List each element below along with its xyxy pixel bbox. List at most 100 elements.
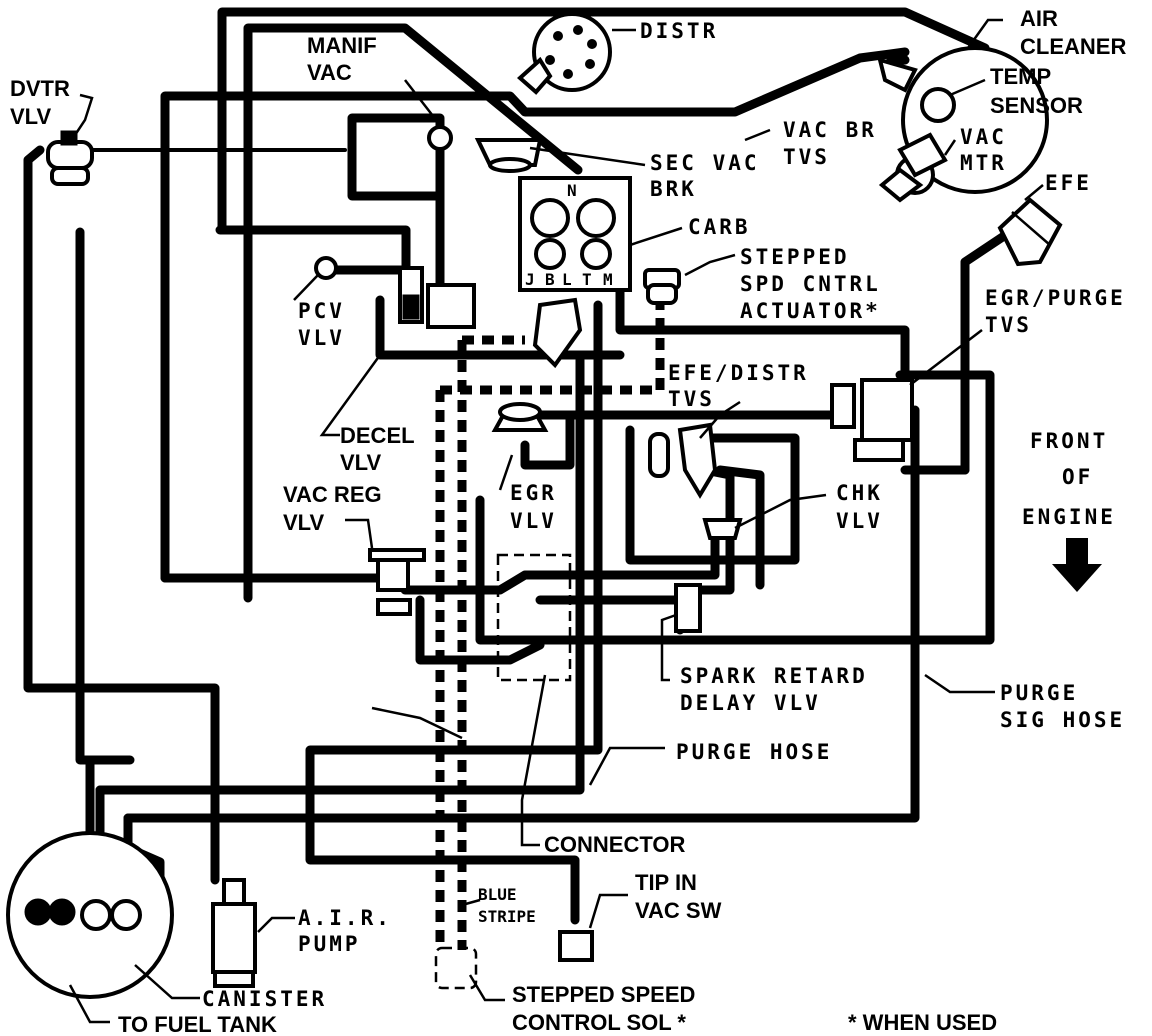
label-blue-stripe-1: BLUE <box>478 885 517 904</box>
tip-in-vac-sw-icon <box>558 930 594 962</box>
label-stepped-spd-2: SPD CNTRL <box>740 272 881 296</box>
label-egr-vlv-2: VLV <box>510 509 557 533</box>
hose-chk-inner <box>715 465 765 590</box>
stepped-speed-control-sol-icon <box>434 946 478 990</box>
label-temp-sensor-1: TEMP <box>990 64 1051 89</box>
hose-egr-purge-tvs <box>615 285 910 385</box>
manif-vac-fitting-icon <box>427 125 453 151</box>
label-egr-purge-2: TVS <box>985 313 1032 337</box>
label-vac-reg-2: VLV <box>283 510 324 535</box>
hose-top-to-vac-br <box>160 47 910 583</box>
chk-valve-icon <box>648 422 743 540</box>
label-air-cleaner-2: CLEANER <box>1020 34 1126 59</box>
hose-vac-reg-out <box>400 535 720 595</box>
label-vac-mtr-2: MTR <box>960 151 1007 175</box>
hose-manif-box <box>347 113 445 201</box>
label-sec-vac-1: SEC VAC <box>650 151 760 175</box>
hose-efe-line <box>960 227 1015 475</box>
label-to-fuel-tank: TO FUEL TANK <box>118 1012 277 1036</box>
label-spark-retard-1: SPARK RETARD <box>680 664 868 688</box>
label-dvtr-1: DVTR <box>10 76 70 101</box>
label-pcv-2: VLV <box>298 326 345 350</box>
label-sec-vac-2: BRK <box>650 177 697 201</box>
label-egr-purge-1: EGR/PURGE <box>985 286 1126 310</box>
egr-valve-icon <box>491 402 549 432</box>
label-stepped-spd-1: STEPPED <box>740 245 850 269</box>
hose-dvtr-left <box>23 145 220 885</box>
carb-port-j: J <box>525 270 535 289</box>
hose-pcv-loop <box>215 225 411 275</box>
front-of-engine-arrow-icon <box>1052 538 1102 592</box>
air-pump-icon <box>211 878 257 988</box>
carb-port-m: M <box>603 270 613 289</box>
label-air-cleaner-1: AIR <box>1020 6 1058 31</box>
label-vac-reg-1: VAC REG <box>283 482 382 507</box>
label-front-3: ENGINE <box>1022 505 1116 529</box>
carb-port-l: L <box>562 270 572 289</box>
label-spark-retard-2: DELAY VLV <box>680 691 821 715</box>
efe-distr-tvs-icon <box>830 378 914 462</box>
label-when-used: * WHEN USED <box>848 1010 997 1035</box>
label-air-pump-2: PUMP <box>298 932 361 956</box>
label-carb: CARB <box>688 215 751 239</box>
vacuum-hoses <box>23 7 1015 925</box>
connector-box <box>496 553 572 682</box>
label-temp-sensor-2: SENSOR <box>990 93 1083 118</box>
label-stepped-sol-2: CONTROL SOL * <box>512 1010 686 1035</box>
stepped-spd-actuator-icon <box>643 268 681 305</box>
label-vac-br-1: VAC BR <box>783 118 877 142</box>
label-connector: CONNECTOR <box>544 832 685 857</box>
labels: DVTR VLV MANIF VAC DISTR AIR CLEANER TEM… <box>10 6 1126 1036</box>
label-manif-2: VAC <box>307 60 352 85</box>
air-cleaner-icon <box>877 46 1049 203</box>
efe-icon <box>997 197 1063 267</box>
label-chk-vlv-2: VLV <box>836 509 883 533</box>
label-purge-sig-1: PURGE <box>1000 681 1078 705</box>
label-decel-1: DECEL <box>340 423 415 448</box>
hose-left-to-canister <box>75 227 135 765</box>
label-stepped-sol-1: STEPPED SPEED <box>512 982 695 1007</box>
canister-icon <box>6 831 174 999</box>
label-pcv-1: PCV <box>298 299 345 323</box>
label-purge-hose: PURGE HOSE <box>676 740 832 764</box>
spark-retard-delay-valve-icon <box>674 583 702 633</box>
sec-vac-brk-icon <box>474 138 543 173</box>
label-blue-stripe-2: STRIPE <box>478 907 536 926</box>
hose-purge-sig <box>123 405 920 823</box>
hose-bottom-connector <box>305 300 603 925</box>
label-air-pump-1: A.I.R. <box>298 906 392 930</box>
label-efe-distr-2: TVS <box>668 387 715 411</box>
label-front-1: FRONT <box>1030 429 1108 453</box>
label-distr: DISTR <box>640 19 718 43</box>
label-purge-sig-2: SIG HOSE <box>1000 708 1125 732</box>
hose-top-loop <box>217 7 990 235</box>
label-manif-1: MANIF <box>307 33 377 58</box>
dash-hose-top <box>440 290 665 395</box>
carb-port-n: N <box>567 181 577 200</box>
carb-port-t: T <box>582 270 592 289</box>
dvtr-valve-icon <box>46 130 94 186</box>
blue-stripe-hoses <box>435 290 665 950</box>
vac-reg-valve-icon <box>368 548 426 616</box>
label-efe: EFE <box>1045 171 1092 195</box>
label-efe-distr-1: EFE/DISTR <box>668 361 809 385</box>
carb-port-b: B <box>545 270 555 289</box>
hose-purge-hose <box>95 355 585 795</box>
distributor-icon <box>516 12 612 95</box>
label-vac-br-2: TVS <box>783 145 830 169</box>
label-stepped-spd-3: ACTUATOR* <box>740 299 881 323</box>
label-chk-vlv-1: CHK <box>836 481 883 505</box>
components: N J B L T M <box>6 12 1102 999</box>
label-dvtr-2: VLV <box>10 104 51 129</box>
carburetor-icon: N J B L T M <box>518 176 632 292</box>
label-tip-in-1: TIP IN <box>635 870 697 895</box>
label-canister: CANISTER <box>202 987 327 1011</box>
leader-lines <box>68 18 1044 1024</box>
label-egr-vlv-1: EGR <box>510 481 557 505</box>
label-decel-2: VLV <box>340 450 381 475</box>
label-vac-mtr-1: VAC <box>960 125 1007 149</box>
hose-chk-loop <box>625 425 800 565</box>
hose-egr-vlv-loop <box>520 410 575 470</box>
label-tip-in-2: VAC SW <box>635 898 722 923</box>
